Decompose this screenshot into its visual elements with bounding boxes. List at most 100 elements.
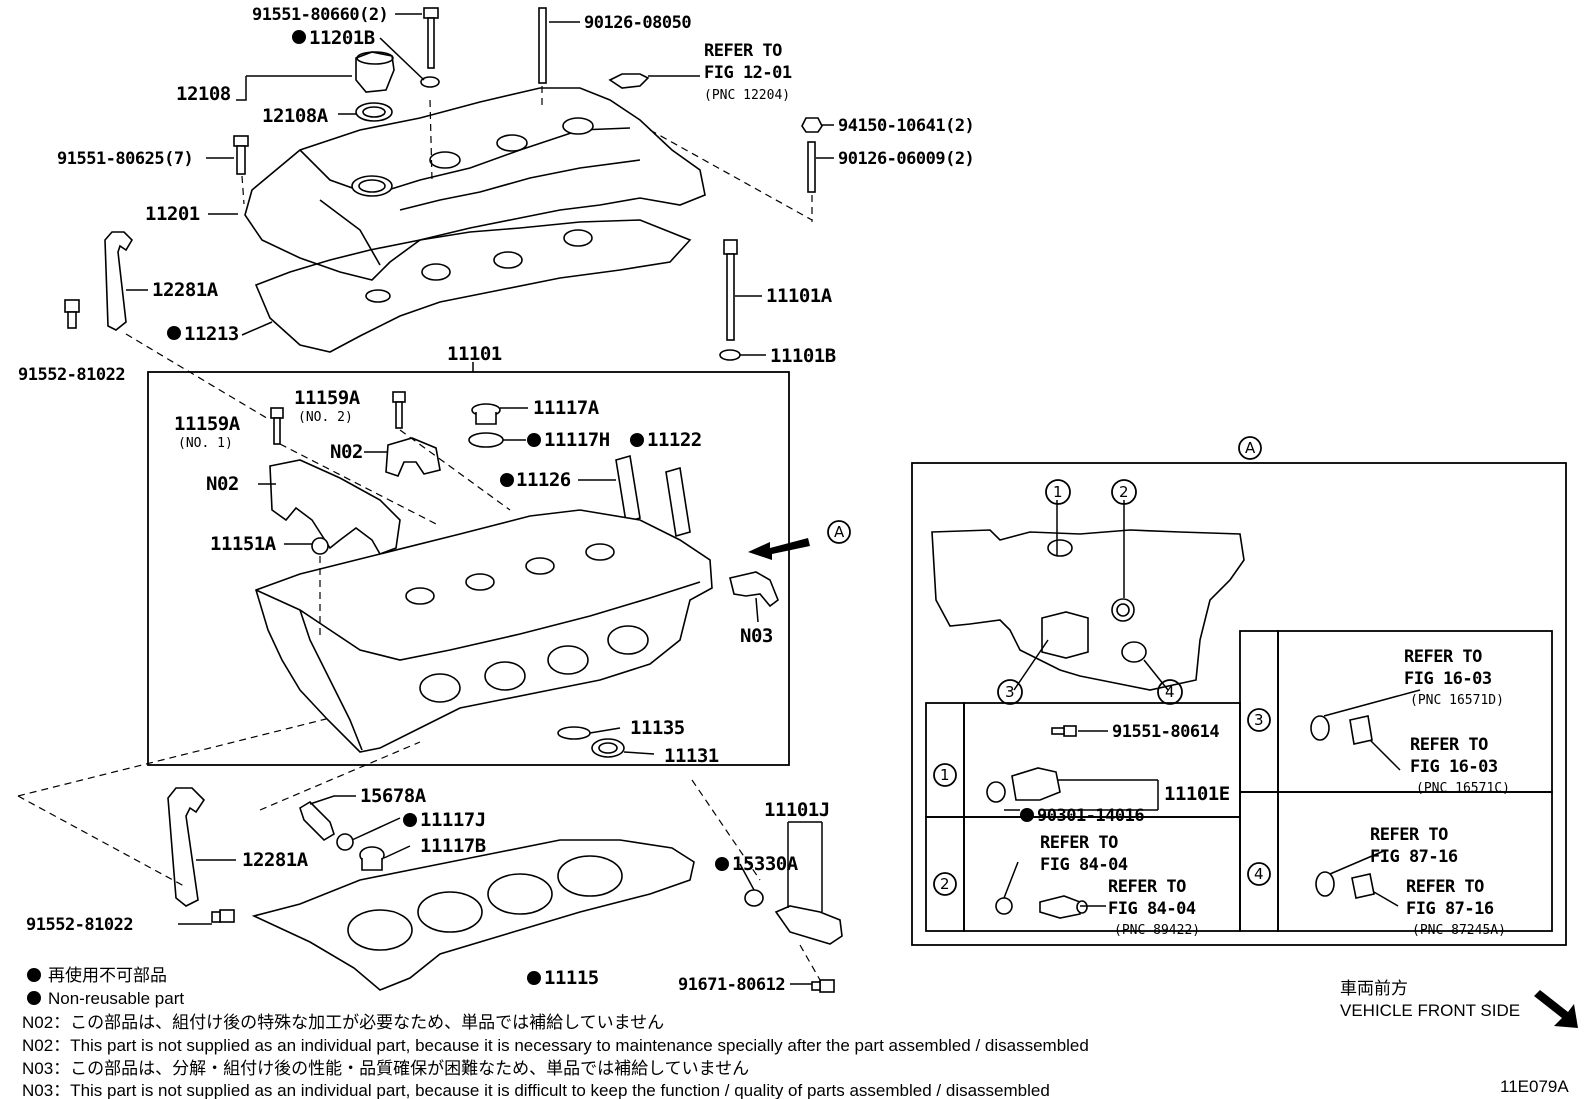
camshaft-bearing-cap-no2: [385, 437, 441, 477]
washer-11101b: [719, 349, 741, 361]
label-90126-08050: 90126-08050: [584, 13, 691, 33]
note-n03-jp: N03：この部品は、分解・組付け後の性能・品質確保が困難なため、単品では補給して…: [22, 1059, 749, 1078]
head-cover-gasket: [254, 219, 692, 353]
cylinder-head-group-frame: [147, 371, 790, 766]
bolt-91552-81022-bottom: [211, 909, 235, 923]
legend: 再使用不可部品 Non-reusable part: [48, 965, 184, 1008]
label-11201b: 11201B: [309, 27, 375, 49]
ref-8404a-l1: REFER TO: [1040, 833, 1118, 853]
ocv-11101j: [774, 905, 843, 945]
refer-fig1201-line3: (PNC 12204): [704, 88, 790, 103]
legend-en: Non-reusable part: [48, 989, 184, 1008]
gasket-11117h: [468, 432, 504, 448]
label-90126-06009: 90126-06009(2): [838, 149, 974, 169]
bolt-11159a-no1: [270, 407, 284, 445]
label-11159a-no2-sub: (NO. 2): [298, 410, 353, 425]
oil-pressure-switch-11101e: [1011, 767, 1061, 801]
cell-label-2: 2: [940, 875, 950, 893]
detail-circle-1: 1: [1053, 483, 1063, 501]
label-11101b: 11101B: [770, 345, 836, 367]
label-91551-80614: 91551-80614: [1112, 722, 1219, 742]
label-11159a-no1: 11159A: [174, 413, 241, 435]
cell-label-1: 1: [940, 766, 950, 784]
temp-sensor-cell2: [995, 895, 1088, 919]
ref-1603a-l2: FIG 16-03: [1404, 669, 1492, 689]
bolt-91552-81022-top: [64, 299, 80, 329]
pcv-valve: [608, 73, 650, 89]
cell-label-3: 3: [1254, 711, 1264, 729]
label-90301-14016: 90301-14016: [1037, 806, 1144, 826]
label-91671-80612: 91671-80612: [678, 975, 785, 995]
refer-fig1201-line1: REFER TO: [704, 41, 782, 61]
bolt-91551-80660: [423, 7, 439, 69]
ref-1603a-l3: (PNC 16571D): [1410, 693, 1504, 708]
stud-90126-08050: [538, 7, 547, 84]
valve-guide-bushing-11122: [665, 466, 691, 538]
gasket-11117j: [336, 833, 354, 851]
engine-hanger-bottom: [167, 787, 206, 907]
ref-8404b-l3: (PNC 89422): [1114, 923, 1200, 938]
seal-11131: [591, 738, 625, 758]
label-94150-10641: 94150-10641(2): [838, 116, 974, 136]
label-12281a-bottom: 12281A: [242, 849, 309, 871]
ref-8404a-l2: FIG 84-04: [1040, 855, 1128, 875]
non-reusable-markers: [27, 30, 1034, 1005]
bolt-91551-80614: [1051, 725, 1077, 737]
ref-1603b-l2: FIG 16-03: [1410, 757, 1498, 777]
label-91551-80625: 91551-80625(7): [57, 149, 193, 169]
detail-circle-3: 3: [1005, 683, 1015, 701]
ref-8404b-l1: REFER TO: [1108, 877, 1186, 897]
cylinder-head-cover: [244, 87, 706, 281]
label-12281a-top: 12281A: [152, 279, 219, 301]
label-11101e: 11101E: [1164, 783, 1230, 805]
ref-8716a-l2: FIG 87-16: [1370, 847, 1458, 867]
nut-94150-10641: [801, 117, 823, 133]
hose-clamp-cell3: [1310, 715, 1373, 745]
detail-a-frame: [911, 462, 1567, 946]
vehicle-front-jp: 車両前方: [1340, 979, 1408, 998]
label-11135: 11135: [630, 717, 685, 739]
label-11117h: 11117H: [544, 429, 610, 451]
detail-cell-2: [925, 816, 965, 932]
label-11101j: 11101J: [764, 799, 830, 821]
cell-label-4: 4: [1254, 865, 1264, 883]
detail-cell-4-content: [1277, 791, 1553, 932]
label-15678a: 15678A: [360, 785, 427, 807]
gasket-11135: [557, 726, 591, 740]
label-11151a: 11151A: [210, 533, 277, 555]
label-11115: 11115: [544, 967, 599, 989]
label-11122: 11122: [647, 429, 702, 451]
plug-11117b: [359, 846, 385, 871]
note-n03-en: N03：This part is not supplied as an indi…: [22, 1081, 1050, 1099]
plug-11117a: [471, 403, 501, 425]
view-a-arrow: [748, 538, 810, 560]
label-n02-cap2: N02: [330, 441, 363, 463]
engine-hanger-top: [104, 231, 134, 331]
head-bolt-11101a: [723, 239, 738, 341]
label-91552-81022-bottom: 91552-81022: [26, 915, 133, 935]
label-11101: 11101: [447, 343, 502, 365]
oil-filler-cap: [355, 51, 395, 93]
leader-lines: [126, 13, 1421, 985]
part-labels: 91551-80660(2) 11201B 90126-08050 REFER …: [18, 5, 1510, 995]
bolt-91671-80612: [811, 979, 835, 993]
vehicle-front-arrow: [1534, 990, 1578, 1028]
detail-circle-2: 2: [1119, 483, 1129, 501]
cylinder-head: [255, 509, 713, 753]
label-11201: 11201: [145, 203, 200, 225]
label-11101a: 11101A: [766, 285, 833, 307]
bolt-11159a-no2: [392, 391, 406, 429]
ref-8716a-l1: REFER TO: [1370, 825, 1448, 845]
oil-filler-cap-gasket: [355, 102, 393, 122]
dashed-guide-lines: [17, 86, 821, 981]
ref-1603b-l1: REFER TO: [1410, 735, 1488, 755]
detail-a-title: A: [1245, 439, 1256, 457]
head-gasket-11115: [251, 839, 695, 991]
label-12108a: 12108A: [262, 105, 329, 127]
note-n02-jp: N02：この部品は、組付け後の特殊な加工が必要なため、単品では補給していません: [22, 1013, 664, 1032]
pin-11151a: [311, 537, 329, 555]
seal-washer-11201b: [420, 76, 440, 88]
detail-cell-1: [925, 702, 965, 818]
label-11213: 11213: [184, 323, 239, 345]
detail-cell-4: [1239, 791, 1279, 932]
